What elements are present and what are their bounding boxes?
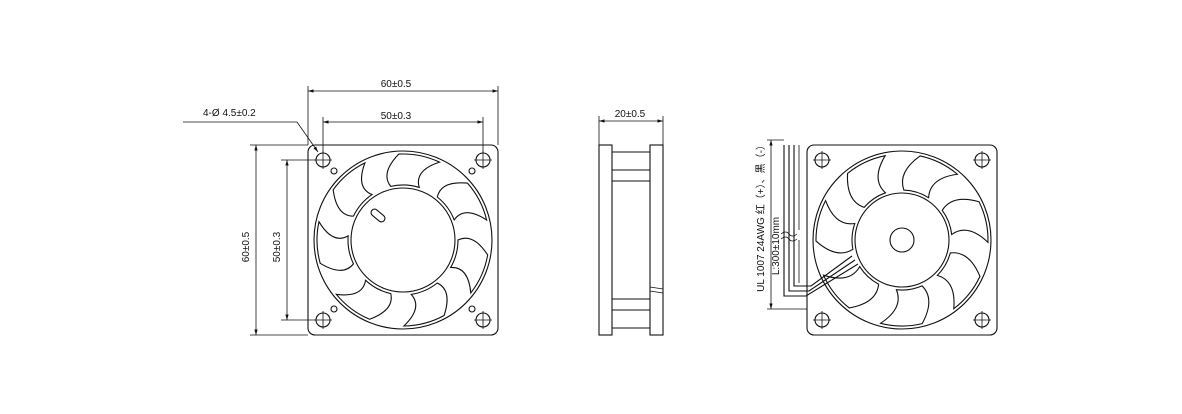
rear-motor-center xyxy=(889,227,915,253)
dim-front-width-hole: 50±0.3 xyxy=(322,111,484,153)
side-view: 20±0.5 xyxy=(598,109,664,336)
mount-hole-icon xyxy=(474,311,492,329)
dim-front-height-hole: 50±0.3 xyxy=(272,159,315,321)
fan-blade xyxy=(436,182,488,222)
mount-hole-icon xyxy=(973,311,991,329)
rear-spoke xyxy=(941,198,989,244)
front-view: 60±0.5 50±0.3 4-Ø 4.5±0.2 60±0.5 50±0.3 xyxy=(183,79,499,336)
side-flange-right xyxy=(649,144,664,336)
front-blades xyxy=(316,153,489,327)
fan-blade xyxy=(334,279,392,320)
dim-front-height-outer: 60±0.5 xyxy=(241,144,308,336)
mount-hole-icon xyxy=(813,311,831,329)
rear-spoke xyxy=(879,285,930,327)
rear-mounting-holes xyxy=(813,151,991,329)
rear-spoke xyxy=(815,199,856,254)
rear-fan-ring xyxy=(812,150,992,330)
fan-blade xyxy=(332,161,374,217)
front-mounting-holes xyxy=(314,151,492,329)
mount-hole-icon xyxy=(314,151,332,169)
rear-spoke xyxy=(936,252,981,310)
front-fan-ring xyxy=(313,150,493,330)
mount-hole-icon xyxy=(314,311,332,329)
dim-label: 60±0.5 xyxy=(381,79,412,90)
mount-hole-icon xyxy=(813,151,831,169)
dim-label: 50±0.3 xyxy=(272,231,283,262)
rear-spokes xyxy=(815,154,989,327)
side-flange-left xyxy=(598,144,613,336)
fan-blade xyxy=(449,237,489,295)
dim-label: 60±0.5 xyxy=(241,231,252,262)
fan-blade xyxy=(386,153,442,189)
front-frame xyxy=(307,144,499,336)
rear-frame xyxy=(806,144,998,336)
fan-blade xyxy=(316,220,355,271)
dim-wire-length xyxy=(767,139,807,310)
dim-label: 50±0.3 xyxy=(381,111,412,122)
rear-spoke xyxy=(901,155,959,199)
wire-spec-label: UL 1007 24AWG 红（+）、黑（-） xyxy=(754,140,767,292)
hole-callout: 4-Ø 4.5±0.2 xyxy=(183,108,319,153)
rear-view: UL 1007 24AWG 红（+）、黑（-） L:300±10mm xyxy=(754,139,998,336)
front-hub xyxy=(350,187,456,293)
mount-hole-icon xyxy=(474,151,492,169)
fan-blade xyxy=(402,282,448,327)
dim-label: 20±0.5 xyxy=(615,109,646,120)
hole-callout-label: 4-Ø 4.5±0.2 xyxy=(203,108,256,119)
front-hub-slot xyxy=(370,208,386,223)
wire-length-label: L:300±10mm xyxy=(771,217,782,275)
dim-side-thickness: 20±0.5 xyxy=(598,109,664,145)
rear-spoke xyxy=(846,154,887,209)
lead-wires xyxy=(780,145,859,297)
rear-spoke xyxy=(822,265,880,309)
dim-front-width-outer: 60±0.5 xyxy=(307,79,499,145)
rear-motor-housing xyxy=(854,192,950,288)
mount-hole-icon xyxy=(973,151,991,169)
